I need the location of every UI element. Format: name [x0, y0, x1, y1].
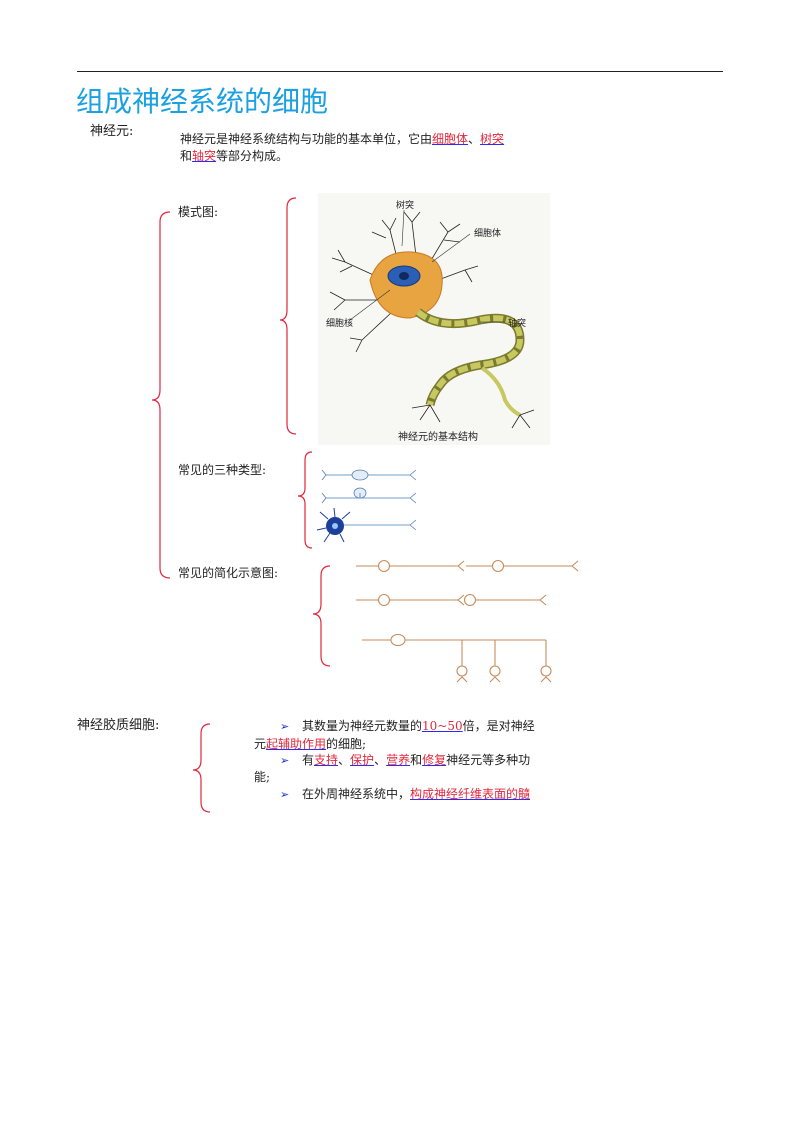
glia-bullet-2: ➢有支持、保护、营养和修复神经元等多种功 [280, 752, 530, 769]
header-rule [77, 71, 723, 72]
page-title: 组成神经系统的细胞 [76, 85, 329, 118]
model-label: 模式图: [178, 205, 219, 219]
term-myelin: 构成神经纤维表面的髓 [410, 787, 531, 801]
sep: 、 [468, 132, 481, 146]
arrow-bullet-icon: ➢ [280, 720, 290, 733]
glia-label: 神经胶质细胞: [77, 718, 160, 733]
diagram-caption: 神经元的基本结构 [398, 430, 478, 443]
desc-text: 神经元是神经系统结构与功能的基本单位，它由 [180, 132, 433, 146]
text: 的细胞; [326, 737, 367, 751]
text: 其数量为神经元数量的 [302, 719, 423, 733]
brace-glia [192, 723, 211, 813]
term-nourish: 营养 [386, 753, 411, 767]
term-protect: 保护 [350, 753, 375, 767]
neuron-label: 神经元: [90, 124, 134, 139]
brace-neuron [151, 211, 171, 579]
glia-bullet-1-cont: 元起辅助作用的细胞; [254, 736, 366, 753]
text: 在外周神经系统中， [302, 787, 411, 801]
multipolar-neuron-icon [316, 507, 351, 543]
simple-schematic-figure [356, 559, 579, 683]
text: 元 [254, 737, 267, 751]
term-support: 支持 [314, 753, 339, 767]
glia-aux-role: 起辅助作用 [266, 737, 327, 751]
glia-bullet-2-cont: 能; [254, 770, 271, 784]
neuron-model-figure [318, 193, 550, 445]
glia-bullet-3: ➢ 在外周神经系统中，构成神经纤维表面的髓 [280, 786, 530, 803]
brace-simple [312, 565, 331, 667]
desc-text: 和 [180, 149, 193, 163]
term-soma: 细胞体 [432, 132, 469, 146]
glia-bullet-1: ➢ 其数量为神经元数量的10~50倍，是对神经 [280, 718, 535, 735]
sep: 、 [374, 753, 387, 767]
text: 神经元等多种功 [446, 753, 531, 767]
types-label: 常见的三种类型: [178, 463, 267, 477]
term-dendrite: 树突 [480, 132, 505, 146]
brace-model [279, 197, 297, 435]
simple-label: 常见的简化示意图: [178, 566, 279, 580]
diagram-label-nucleus: 细胞核 [326, 317, 353, 329]
arrow-bullet-icon: ➢ [280, 754, 290, 767]
text: 有 [302, 753, 315, 767]
neuron-types-figure [321, 469, 417, 531]
term-repair: 修复 [422, 753, 447, 767]
arrow-bullet-icon: ➢ [280, 788, 290, 801]
sep: 、 [338, 753, 351, 767]
neuron-desc-line1: 神经元是神经系统结构与功能的基本单位，它由细胞体、树突 [180, 131, 504, 148]
sep: 和 [410, 753, 423, 767]
diagram-label-axon: 轴突 [508, 317, 526, 329]
diagram-label-soma: 细胞体 [474, 227, 501, 239]
brace-types [297, 451, 313, 549]
term-axon: 轴突 [192, 149, 217, 163]
glia-ratio: 10~50 [422, 719, 463, 733]
desc-text: 等部分构成。 [216, 149, 289, 163]
text: 倍，是对神经 [462, 719, 535, 733]
neuron-desc-line2: 和轴突等部分构成。 [180, 148, 288, 165]
diagram-label-dendrite: 树突 [396, 199, 414, 211]
